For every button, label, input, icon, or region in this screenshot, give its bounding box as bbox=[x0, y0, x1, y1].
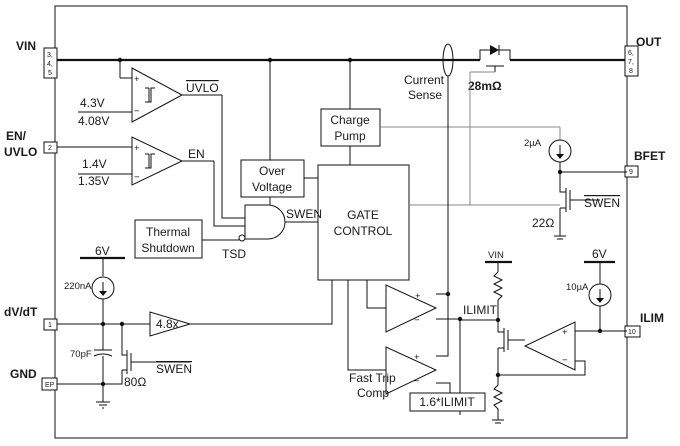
r80-label: 80Ω bbox=[124, 375, 146, 389]
fast-trip-label-2: Comp bbox=[357, 386, 389, 400]
current-2ua-label: 2µA bbox=[524, 138, 542, 149]
ic-outline bbox=[54, 5, 628, 439]
svg-text:−: − bbox=[134, 106, 140, 117]
pin-out-name: OUT bbox=[636, 35, 662, 49]
rds-label: 28mΩ bbox=[468, 79, 502, 93]
swen-gate-output-label: SWEN bbox=[286, 207, 322, 221]
svg-text:2: 2 bbox=[48, 145, 52, 152]
left-6v-label: 6V bbox=[95, 244, 110, 258]
svg-text:5: 5 bbox=[48, 70, 52, 77]
discharge-fet bbox=[103, 324, 128, 385]
svg-text:CONTROL: CONTROL bbox=[334, 224, 393, 238]
pin-dvdt-name: dV/dT bbox=[4, 305, 38, 319]
r22-label: 22Ω bbox=[532, 216, 554, 230]
svg-text:Pump: Pump bbox=[334, 129, 366, 143]
gain-amplifier bbox=[149, 311, 192, 337]
svg-text:−: − bbox=[134, 172, 140, 183]
svg-text:1.6*ILIMIT: 1.6*ILIMIT bbox=[419, 395, 475, 409]
mirror-fet bbox=[497, 320, 505, 375]
charge-pump-block bbox=[320, 108, 381, 147]
swen-and-gate bbox=[244, 204, 286, 240]
ilim-resistor-icon bbox=[492, 375, 504, 420]
en-comparator bbox=[131, 136, 184, 186]
svg-text:+: + bbox=[134, 74, 140, 85]
svg-text:GATE: GATE bbox=[347, 208, 379, 222]
ilimit-ref-block bbox=[409, 392, 486, 412]
ilimit-label: ILIMIT bbox=[463, 303, 498, 317]
current-sense-label-1: Current bbox=[404, 73, 445, 87]
pin-en-name: EN/ bbox=[6, 129, 27, 143]
svg-text:10: 10 bbox=[628, 329, 636, 336]
pin-gnd-name: GND bbox=[10, 367, 37, 381]
hysteresis-icon bbox=[145, 87, 155, 103]
gate-control-block bbox=[317, 164, 410, 281]
svg-text:−: − bbox=[414, 376, 420, 387]
right-6v-label: 6V bbox=[592, 247, 607, 261]
svg-text:1: 1 bbox=[48, 322, 52, 329]
svg-text:Voltage: Voltage bbox=[252, 180, 292, 194]
svg-text:8: 8 bbox=[629, 68, 633, 75]
current-sense-label-2: Sense bbox=[408, 88, 442, 102]
uvlo-rising-threshold: 4.3V bbox=[80, 96, 105, 110]
thermal-shutdown-block bbox=[134, 219, 203, 259]
vin-small-label: VIN bbox=[488, 250, 504, 261]
svg-text:EP: EP bbox=[45, 382, 55, 389]
en-rising-threshold: 1.4V bbox=[82, 157, 107, 171]
svg-text:6,: 6, bbox=[628, 50, 634, 57]
ilimit-comparator bbox=[385, 284, 438, 333]
uvlo-signal-label: UVLO bbox=[186, 81, 219, 95]
pin-out bbox=[624, 45, 639, 77]
current-10ua-label: 10µA bbox=[566, 282, 589, 293]
svg-text:Over: Over bbox=[259, 164, 285, 178]
pin-vin bbox=[43, 47, 58, 79]
svg-text:3,: 3, bbox=[47, 52, 53, 59]
pin-ilim-name: ILIM bbox=[640, 311, 664, 325]
discharge-swen-label: SWEN bbox=[156, 362, 192, 376]
sense-resistor-icon bbox=[492, 271, 504, 301]
ilim-amplifier bbox=[523, 321, 576, 371]
en-falling-threshold: 1.35V bbox=[78, 174, 109, 188]
fast-trip-label-1: Fast Trip bbox=[349, 371, 396, 385]
svg-text:+: + bbox=[414, 352, 420, 363]
uvlo-comparator bbox=[131, 67, 184, 123]
cap-70pf-label: 70pF bbox=[70, 349, 92, 360]
svg-text:−: − bbox=[414, 315, 420, 326]
svg-text:Thermal: Thermal bbox=[146, 225, 190, 239]
svg-text:−: − bbox=[562, 355, 568, 366]
power-fet-diode-icon bbox=[490, 45, 499, 55]
tsd-label: TSD bbox=[222, 247, 246, 261]
svg-text:+: + bbox=[562, 327, 568, 338]
svg-text:+: + bbox=[415, 291, 421, 302]
svg-text:9: 9 bbox=[629, 169, 633, 176]
svg-text:4,: 4, bbox=[47, 61, 53, 68]
en-signal-label: EN bbox=[188, 147, 205, 161]
svg-text:7,: 7, bbox=[628, 59, 634, 66]
svg-text:+: + bbox=[134, 143, 140, 154]
pin-vin-name: VIN bbox=[16, 39, 36, 53]
pin-bfet-name: BFET bbox=[634, 149, 666, 163]
svg-text:Shutdown: Shutdown bbox=[141, 241, 194, 255]
gain-label: 4.8x bbox=[156, 317, 179, 331]
svg-text:Charge: Charge bbox=[330, 113, 370, 127]
current-220na-label: 220nA bbox=[64, 281, 92, 292]
uvlo-falling-threshold: 4.08V bbox=[78, 114, 109, 128]
bfet-pulldown-fet bbox=[559, 172, 567, 236]
bfet-swen-label: SWEN bbox=[584, 196, 620, 210]
svg-text:UVLO: UVLO bbox=[4, 145, 37, 159]
